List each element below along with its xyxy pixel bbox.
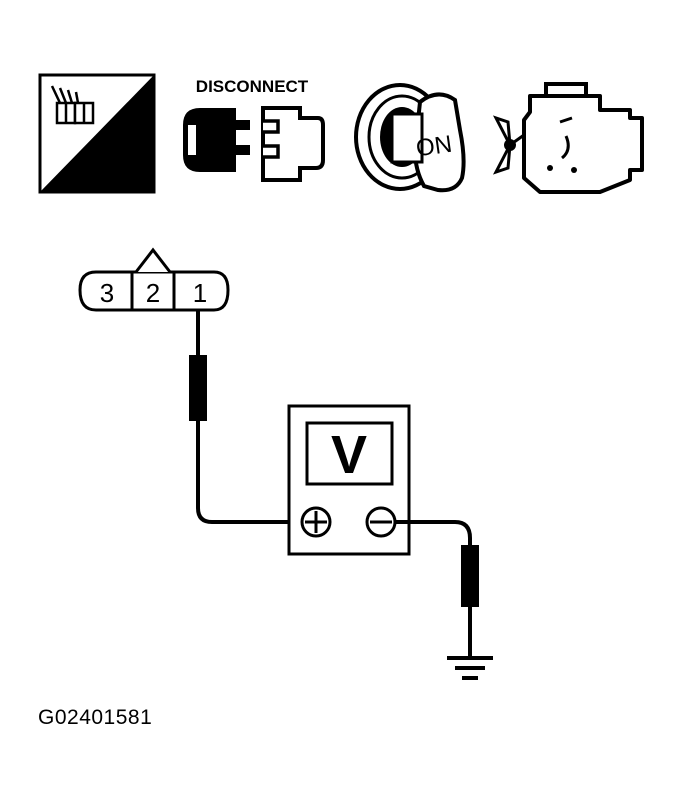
disconnect-label: DISCONNECT [196, 77, 309, 96]
ignition-label: ON [414, 131, 453, 163]
connector-pin-2: 2 [146, 278, 160, 308]
figure-id: G02401581 [38, 706, 153, 729]
troubleshoot-connector-icon: T.S. [38, 73, 156, 194]
ignition-key-on-icon: ON [354, 83, 466, 193]
negative-probe-lead [395, 520, 479, 658]
voltmeter-display: V [331, 425, 367, 485]
positive-probe-lead [189, 310, 300, 524]
voltmeter: V [287, 404, 411, 556]
disconnect-connector-icon: DISCONNECT [183, 77, 325, 182]
connector-pin-3: 3 [100, 278, 114, 308]
ground-symbol [447, 656, 493, 680]
troubleshoot-label: T.S. [96, 162, 141, 192]
engine-off-icon [492, 82, 644, 194]
harness-connector: 3 2 1 [78, 247, 230, 312]
connector-pin-1: 1 [193, 278, 207, 308]
